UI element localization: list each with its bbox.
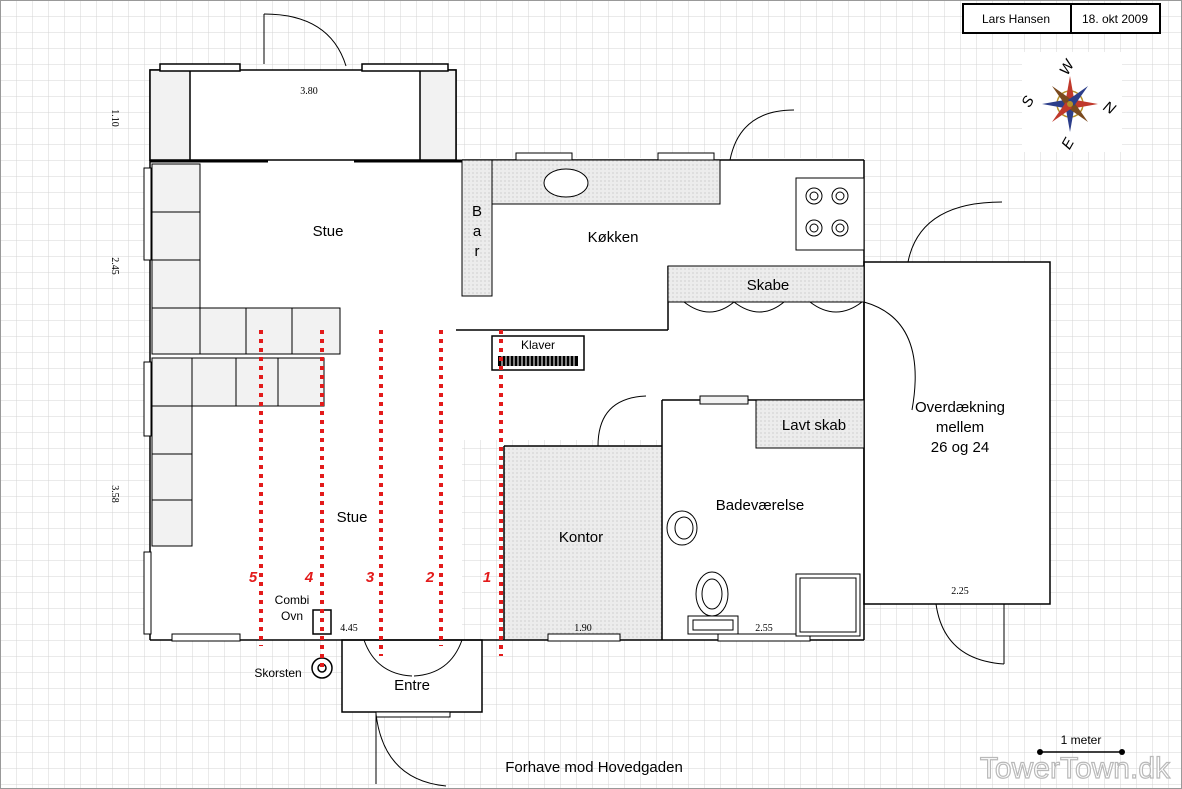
dim-bottom-bad: 2.55 [755, 623, 773, 634]
label-kokken: Køkken [588, 229, 639, 246]
label-skorsten: Skorsten [254, 666, 301, 680]
compass-rose: W N E S [1018, 52, 1122, 152]
label-combi-1: Combi [275, 593, 310, 607]
label-bar-a: a [473, 223, 482, 240]
dim-overdaekning: 2.25 [951, 586, 969, 597]
section-lines [259, 330, 503, 668]
section-numbers: 1 2 3 4 5 [249, 569, 491, 586]
section-number-4: 4 [304, 569, 314, 586]
dimension-labels: 3.80 1.10 2.45 3.58 4.45 1.90 2.55 2.25 [109, 86, 969, 634]
watermark: TowerTown.dk [980, 752, 1171, 785]
sink-icon [543, 168, 589, 198]
room-labels: Stue Stue Køkken Skabe Klaver Lavt skab … [254, 203, 1005, 694]
label-badevaerelse: Badeværelse [716, 497, 804, 514]
kitchen-counters [461, 159, 865, 449]
label-klaver: Klaver [521, 338, 555, 352]
section-number-1: 1 [483, 569, 491, 586]
bar-counter [461, 159, 493, 297]
windows [143, 152, 811, 718]
label-kontor: Kontor [559, 529, 603, 546]
sofa-top [151, 163, 341, 355]
footer-caption: Forhave mod Hovedgaden [505, 759, 683, 776]
sofa-bottom [151, 357, 325, 547]
doors [263, 13, 1005, 787]
label-stue-top: Stue [313, 223, 344, 240]
bathroom-fixtures [666, 395, 861, 637]
label-overdaekning-1: Overdækning [915, 399, 1005, 416]
dim-left-top: 1.10 [109, 109, 120, 127]
label-entre: Entre [394, 677, 430, 694]
label-skabe: Skabe [747, 277, 790, 294]
label-overdaekning-3: 26 og 24 [931, 439, 989, 456]
section-number-5: 5 [249, 569, 258, 586]
scale-bar: 1 meter [1037, 733, 1125, 755]
label-overdaekning-2: mellem [936, 419, 984, 436]
chimney-icon [311, 657, 333, 679]
label-combi-2: Ovn [281, 609, 303, 623]
dim-bottom-kontor: 1.90 [574, 623, 592, 634]
section-number-3: 3 [366, 569, 375, 586]
kontor-room [504, 446, 662, 640]
title-name: Lars Hansen [982, 12, 1050, 26]
title-block: Lars Hansen 18. okt 2009 [962, 3, 1161, 34]
section-number-2: 2 [425, 569, 435, 586]
dim-left-mid: 2.45 [109, 257, 120, 275]
lavt-skab-cabinet [755, 399, 865, 449]
stove-icon [805, 187, 849, 237]
dim-top: 3.80 [300, 86, 318, 97]
piano-icon [491, 335, 585, 371]
dim-bottom-stue: 4.45 [340, 623, 358, 634]
skabe-cabinet [667, 265, 865, 303]
dim-left-bottom: 3.58 [109, 485, 120, 503]
label-bar-b: B [472, 203, 482, 220]
scale-label: 1 meter [1061, 733, 1102, 747]
label-bar-r: r [475, 243, 480, 260]
label-stue-bottom: Stue [337, 509, 368, 526]
label-lavt-skab: Lavt skab [782, 417, 846, 434]
title-date: 18. okt 2009 [1082, 12, 1148, 26]
